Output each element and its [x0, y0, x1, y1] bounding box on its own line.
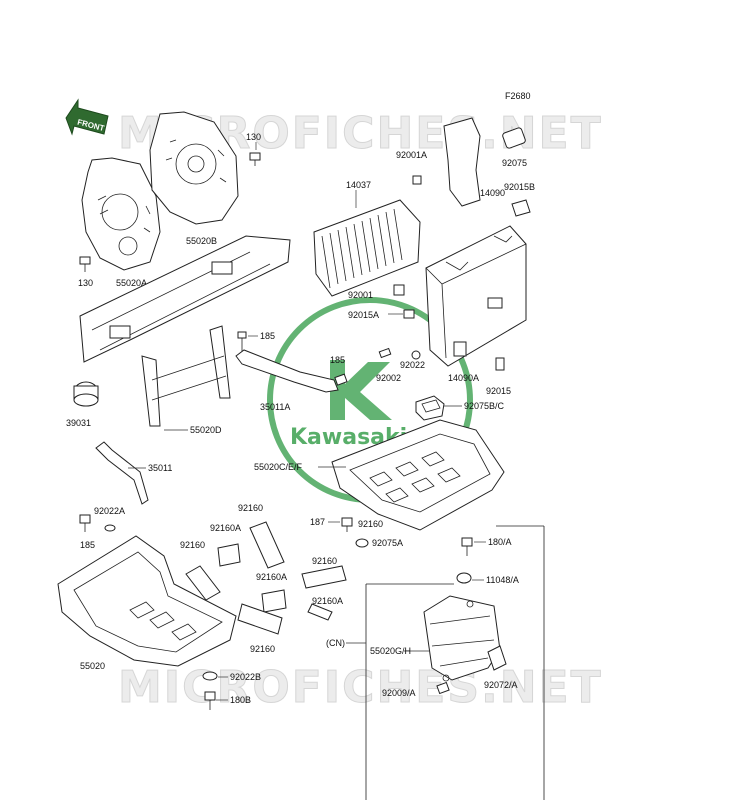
- label-92160-a: 92160: [238, 503, 263, 513]
- bolt-185-mid2: [334, 373, 348, 386]
- bolt-180B: [204, 691, 216, 710]
- frame-55020D: [79, 235, 291, 427]
- bolt-185-mid: [237, 331, 247, 352]
- collar-39031: [73, 381, 99, 407]
- spacer-11048A: [456, 572, 472, 584]
- figure-code: F2680: [505, 91, 531, 101]
- label-cn: (CN): [326, 638, 345, 648]
- label-130-left: 130: [78, 278, 93, 288]
- guard-55020GH: [423, 595, 501, 682]
- label-92160A-c: 92160A: [312, 596, 343, 606]
- label-92160A-a: 92160A: [210, 523, 241, 533]
- label-55020GH: 55020G/H: [370, 646, 411, 656]
- pads-92160: [185, 521, 347, 635]
- bolt-92001: [393, 284, 405, 296]
- damper-92015B: [511, 199, 531, 217]
- label-187: 187: [310, 517, 325, 527]
- label-92160-c: 92160: [312, 556, 337, 566]
- label-92160-d: 92160: [250, 644, 275, 654]
- kawasaki-logo: Kawasaki: [267, 297, 473, 503]
- damper-92015: [495, 357, 505, 371]
- bolt-180A: [461, 537, 473, 556]
- label-14037: 14037: [346, 180, 371, 190]
- label-185-mid: 185: [260, 331, 275, 341]
- label-35011A: 35011A: [260, 402, 290, 412]
- label-185-mid2: 185: [330, 355, 345, 365]
- front-arrow: FRONT: [65, 98, 109, 136]
- cn-inset-box: [365, 525, 545, 800]
- washer-92022A: [104, 524, 116, 532]
- label-92022A: 92022A: [94, 506, 125, 516]
- label-92009A: 92009/A: [382, 688, 416, 698]
- skid-plate-55020: [57, 535, 237, 667]
- label-92072A: 92072/A: [484, 680, 518, 690]
- label-92015A: 92015A: [348, 310, 379, 320]
- bracket-92072A: [487, 645, 507, 671]
- bolt-92002: [378, 347, 392, 359]
- label-55020CEF: 55020C/E/F: [254, 462, 303, 472]
- label-185-low: 185: [80, 540, 95, 550]
- disc-cover-55020B: [149, 111, 239, 225]
- label-92001A: 92001A: [396, 150, 427, 160]
- label-92075A: 92075A: [372, 538, 403, 548]
- washer-92022: [411, 350, 421, 360]
- bolt-92001A: [412, 175, 422, 185]
- label-92160-b: 92160: [180, 540, 205, 550]
- label-92022: 92022: [400, 360, 425, 370]
- label-35011: 35011: [148, 463, 172, 473]
- label-14090: 14090: [480, 188, 505, 198]
- disc-cover-55020A: [81, 157, 161, 271]
- collar-92075A: [355, 538, 369, 548]
- label-55020D: 55020D: [190, 425, 222, 435]
- label-55020A: 55020A: [116, 278, 147, 288]
- label-14090A: 14090A: [448, 373, 479, 383]
- label-92015: 92015: [486, 386, 511, 396]
- label-92015B: 92015B: [504, 182, 535, 192]
- label-92160A-b: 92160A: [256, 572, 287, 582]
- label-92002: 92002: [376, 373, 401, 383]
- cover-14090: [443, 117, 481, 207]
- washer-92022B: [202, 671, 218, 681]
- label-92075BC: 92075B/C: [464, 401, 505, 411]
- label-92160-e: 92160: [358, 519, 383, 529]
- bracket-35011A: [235, 349, 339, 393]
- box-14090A: [425, 225, 527, 367]
- label-11048A: 11048/A: [486, 575, 519, 585]
- collar-92075BC: [415, 395, 445, 421]
- collar-92075: [502, 127, 526, 149]
- label-130-top: 130: [246, 132, 261, 142]
- skid-plate-55020CEF: [331, 419, 505, 531]
- label-92022B: 92022B: [230, 672, 261, 682]
- label-55020: 55020: [80, 661, 105, 671]
- bolt-92009A: [436, 681, 450, 695]
- bolt-130-top: [249, 152, 261, 166]
- damper-92015A: [403, 309, 415, 319]
- label-55020B: 55020B: [186, 236, 217, 246]
- label-39031: 39031: [66, 418, 91, 428]
- label-180A: 180/A: [488, 537, 512, 547]
- bolt-130-left: [79, 256, 91, 272]
- label-92075: 92075: [502, 158, 527, 168]
- label-180B: 180B: [230, 695, 251, 705]
- bracket-35011: [95, 441, 149, 505]
- label-92001: 92001: [348, 290, 373, 300]
- watermark-bottom: MICROFICHES.NET: [118, 662, 603, 713]
- bolt-185-low: [79, 514, 91, 532]
- bolt-187: [341, 517, 353, 532]
- grille-14037: [313, 199, 421, 297]
